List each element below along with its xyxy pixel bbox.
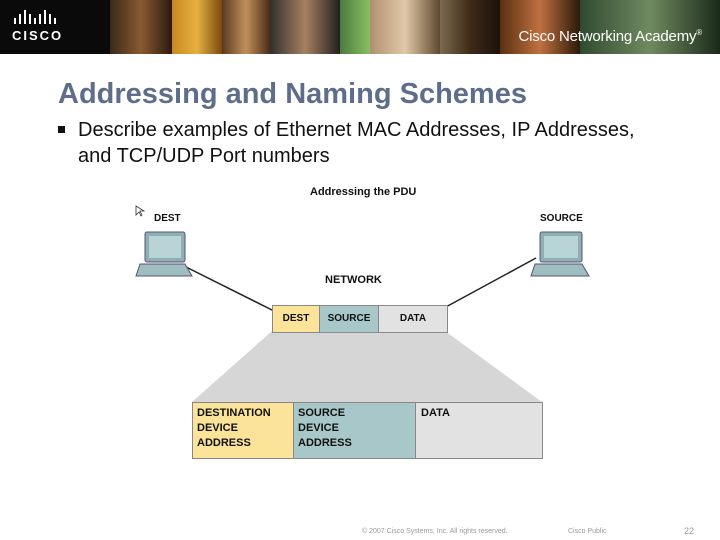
- academy-mark: ®: [696, 28, 702, 37]
- link-pdu-to-source: [443, 257, 537, 309]
- footer-copyright: © 2007 Cisco Systems, Inc. All rights re…: [362, 528, 508, 535]
- pdu-destination-line-3: ADDRESS: [197, 437, 251, 449]
- cisco-bridge-icon: [14, 10, 72, 24]
- mouse-cursor-icon: [135, 205, 146, 217]
- pdu-expand-funnel: [192, 331, 542, 402]
- pdu-source-line-2: DEVICE: [298, 422, 339, 434]
- link-dest-to-pdu: [181, 264, 277, 313]
- pdu-small-source: SOURCE: [320, 306, 379, 332]
- header-photo-7: [440, 0, 500, 54]
- pdu-source-line-3: ADDRESS: [298, 437, 352, 449]
- cisco-logo-text: CISCO: [12, 28, 64, 43]
- pdu-data: DATA: [416, 403, 542, 458]
- pdu-small-dest: DEST: [273, 306, 320, 332]
- header-photo-1: [110, 0, 172, 54]
- footer-classification: Cisco Public: [568, 528, 607, 535]
- header-photo-6: [370, 0, 440, 54]
- pdu-small: DEST SOURCE DATA: [272, 305, 448, 333]
- cisco-logo: CISCO: [12, 10, 72, 44]
- header-photo-2: [172, 0, 222, 54]
- pdu-destination-address: DESTINATION DEVICE ADDRESS: [193, 403, 294, 458]
- header-banner: CISCO Cisco Networking Academy®: [0, 0, 720, 54]
- pdu-destination-line-1: DESTINATION: [197, 407, 271, 419]
- bullet-marker-icon: [58, 126, 65, 133]
- pdu-source-address: SOURCE DEVICE ADDRESS: [294, 403, 416, 458]
- slide-title: Addressing and Naming Schemes: [58, 78, 527, 110]
- header-photo-3: [222, 0, 270, 54]
- pdu-destination-line-2: DEVICE: [197, 422, 238, 434]
- academy-text: Cisco Networking Academy: [518, 28, 697, 45]
- academy-title: Cisco Networking Academy®: [518, 28, 703, 45]
- header-photo-8: [500, 0, 580, 54]
- header-photo-4: [270, 0, 340, 54]
- dest-host-label: DEST: [154, 213, 181, 224]
- network-label: NETWORK: [325, 274, 382, 286]
- header-photo-5: [340, 0, 370, 54]
- pdu-data-label: DATA: [421, 407, 450, 419]
- source-computer-icon: [530, 231, 590, 277]
- bullet-text: Describe examples of Ethernet MAC Addres…: [78, 119, 635, 167]
- footer-page-number: 22: [684, 526, 695, 536]
- pdu-expanded: DESTINATION DEVICE ADDRESS SOURCE DEVICE…: [192, 402, 543, 459]
- source-host-label: SOURCE: [540, 213, 583, 224]
- diagram-title: Addressing the PDU: [310, 186, 417, 198]
- header-photo-9: [580, 0, 720, 54]
- bullet-point: Describe examples of Ethernet MAC Addres…: [58, 117, 658, 169]
- dest-computer-icon: [135, 231, 193, 277]
- pdu-source-line-1: SOURCE: [298, 407, 346, 419]
- pdu-small-data: DATA: [379, 306, 447, 332]
